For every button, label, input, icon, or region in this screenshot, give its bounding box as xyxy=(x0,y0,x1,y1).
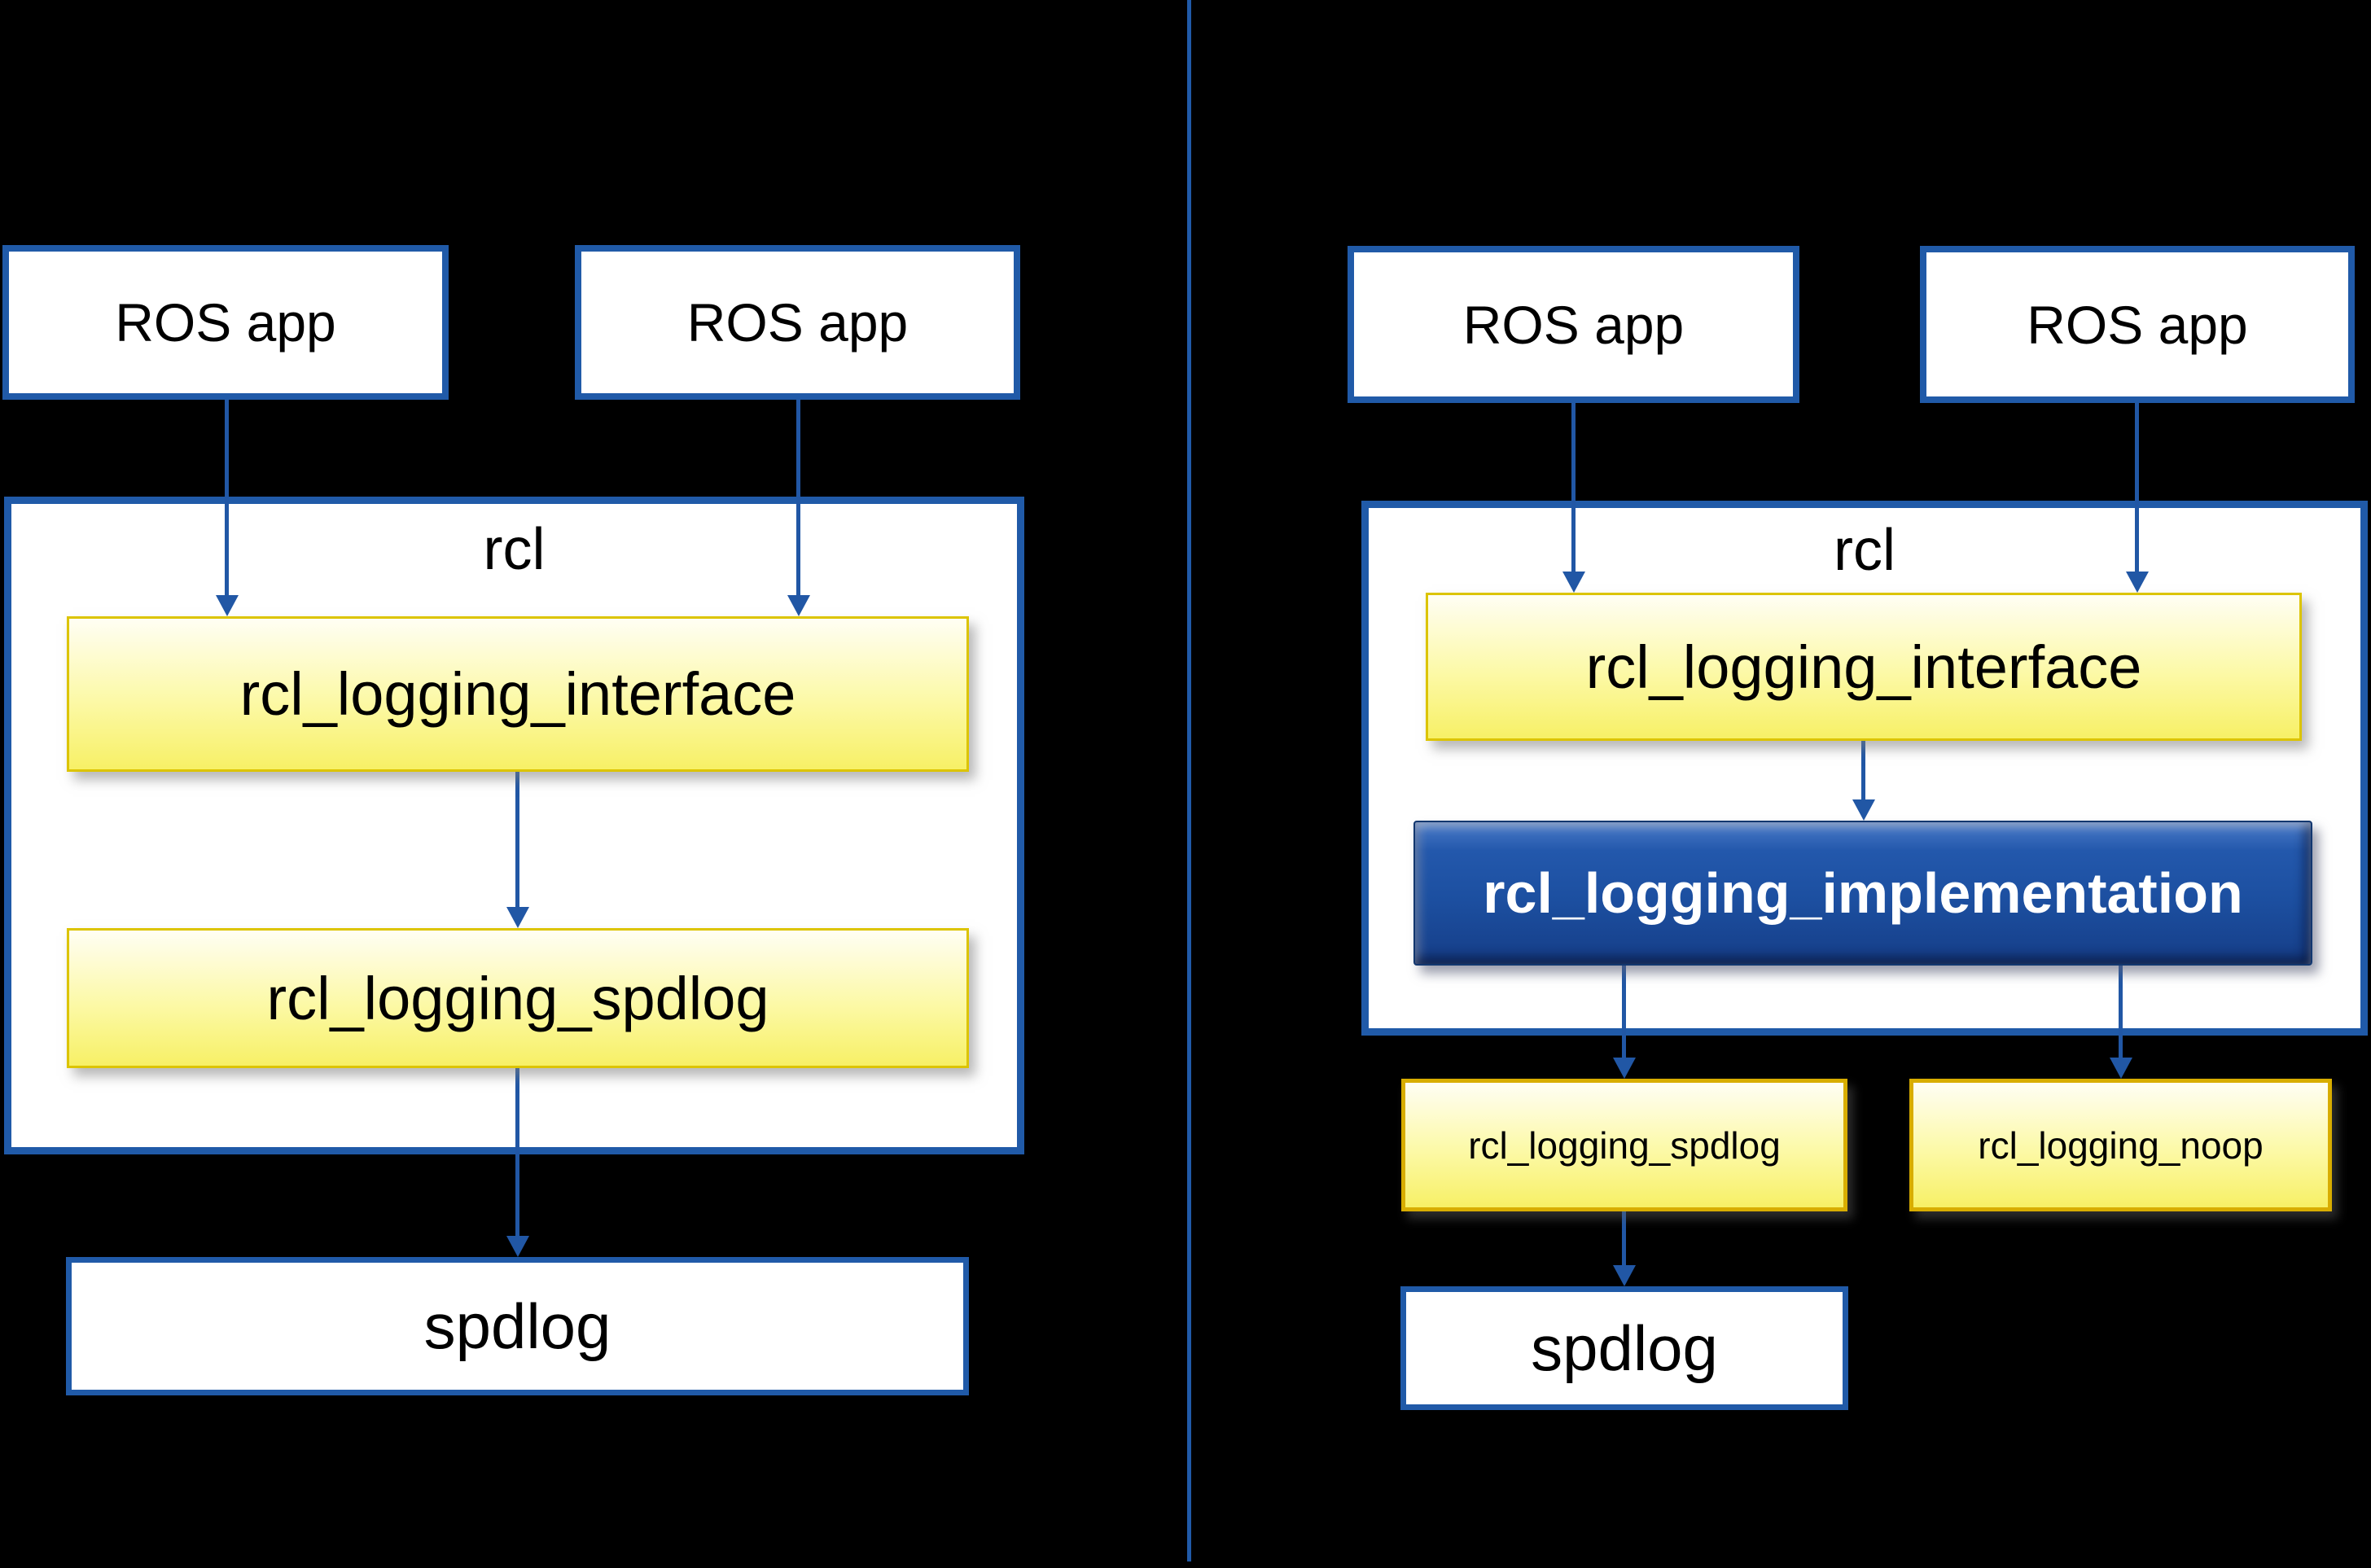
right-rcl-logging-interface-label: rcl_logging_interface xyxy=(1585,633,2142,701)
right-arrow-spdlog-to-lib-head xyxy=(1613,1265,1636,1286)
left-spdlog-box: spdlog xyxy=(66,1257,969,1395)
right-arrow-app1-head xyxy=(1562,572,1585,593)
left-arrow-app1-line xyxy=(225,400,229,598)
left-ros-app-1-box: ROS app xyxy=(2,245,449,400)
right-rcl-logging-interface-box: rcl_logging_interface xyxy=(1426,593,2302,741)
right-rcl-label: rcl xyxy=(1834,518,1895,583)
left-ros-app-1-label: ROS app xyxy=(115,292,336,353)
right-arrow-app2-head xyxy=(2126,572,2149,593)
right-spdlog-label: spdlog xyxy=(1531,1312,1718,1384)
left-rcl-logging-interface-box: rcl_logging_interface xyxy=(67,616,969,772)
right-arrow-impl-to-spdlog-line xyxy=(1622,966,1626,1058)
left-rcl-logging-spdlog-box: rcl_logging_spdlog xyxy=(67,928,969,1068)
right-ros-app-1-label: ROS app xyxy=(1462,294,1685,355)
left-arrow-app1-head xyxy=(216,595,239,616)
right-spdlog-box: spdlog xyxy=(1400,1286,1848,1410)
left-arrow-spdlog-to-lib-line xyxy=(515,1068,519,1239)
right-rcl-logging-spdlog-label: rcl_logging_spdlog xyxy=(1468,1123,1781,1167)
left-arrow-app2-line xyxy=(796,400,800,598)
right-arrow-interface-to-impl-head xyxy=(1852,799,1875,821)
right-arrow-spdlog-to-lib-line xyxy=(1622,1211,1626,1265)
divider-line xyxy=(1187,0,1191,1561)
right-arrow-impl-to-spdlog-head xyxy=(1613,1058,1636,1079)
left-rcl-label: rcl xyxy=(483,517,546,582)
right-arrow-app2-line xyxy=(2135,403,2139,572)
right-rcl-logging-implementation-label: rcl_logging_implementation xyxy=(1483,861,2243,925)
right-arrow-app1-line xyxy=(1571,403,1576,572)
left-arrow-interface-to-spdlog-head xyxy=(506,907,529,928)
right-arrow-interface-to-impl-line xyxy=(1861,741,1865,799)
left-rcl-logging-spdlog-label: rcl_logging_spdlog xyxy=(266,964,769,1032)
right-ros-app-2-box: ROS app xyxy=(1920,246,2355,403)
left-arrow-spdlog-to-lib-head xyxy=(506,1236,529,1257)
right-rcl-logging-noop-box: rcl_logging_noop xyxy=(1909,1079,2332,1211)
right-arrow-impl-to-noop-line xyxy=(2119,966,2123,1058)
left-ros-app-2-label: ROS app xyxy=(686,292,909,353)
right-ros-app-1-box: ROS app xyxy=(1348,246,1799,403)
right-ros-app-2-label: ROS app xyxy=(2027,294,2248,355)
right-arrow-impl-to-noop-head xyxy=(2110,1058,2132,1079)
right-rcl-logging-spdlog-box: rcl_logging_spdlog xyxy=(1401,1079,1847,1211)
left-arrow-app2-head xyxy=(787,595,810,616)
left-spdlog-label: spdlog xyxy=(423,1290,611,1362)
left-arrow-interface-to-spdlog-line xyxy=(515,772,519,910)
left-rcl-logging-interface-label: rcl_logging_interface xyxy=(239,660,796,728)
right-rcl-logging-implementation-box: rcl_logging_implementation xyxy=(1413,821,2312,966)
right-rcl-logging-noop-label: rcl_logging_noop xyxy=(1978,1123,2264,1167)
left-ros-app-2-box: ROS app xyxy=(575,245,1020,400)
